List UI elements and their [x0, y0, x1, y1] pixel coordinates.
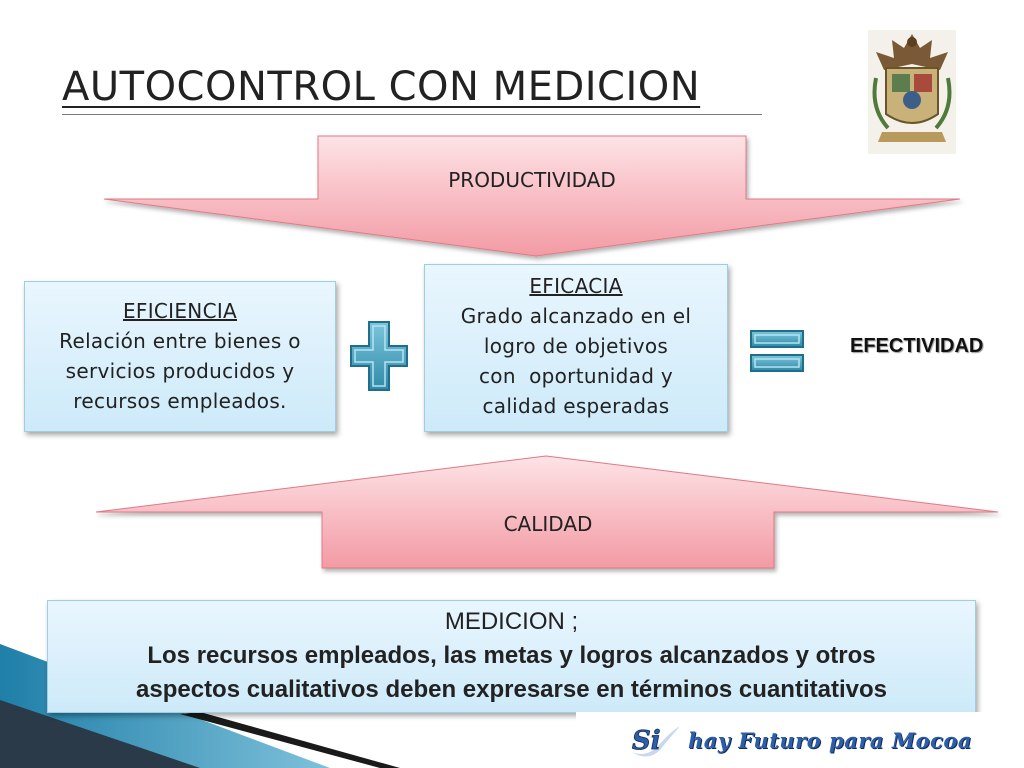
page-title: AUTOCONTROL CON MEDICION [62, 64, 701, 110]
eficiencia-line: servicios producidos y [65, 359, 295, 383]
efectividad-label: EFECTIVIDAD [850, 335, 984, 357]
medicion-line: aspectos cualitativos deben expresarse e… [136, 676, 887, 703]
eficacia-line: con oportunidad y [478, 364, 673, 388]
eficacia-box: EFICACIA Grado alcanzado en el logro de … [424, 264, 728, 432]
footer-mark-text: Si [632, 726, 661, 756]
si-logo-icon: Si [632, 726, 680, 757]
productividad-label: PRODUCTIVIDAD [448, 168, 616, 192]
medicion-line: Los recursos empleados, las metas y logr… [147, 642, 876, 669]
medicion-box: MEDICION ; Los recursos empleados, las m… [47, 600, 976, 713]
eficiencia-line: recursos empleados. [73, 389, 287, 413]
eficacia-line: calidad esperadas [482, 394, 670, 418]
equals-icon [750, 330, 804, 372]
plus-icon [350, 321, 408, 391]
medicion-heading: MEDICION ; [444, 608, 579, 635]
eficiencia-line: Relación entre bienes o [59, 329, 301, 353]
eficiencia-box: EFICIENCIA Relación entre bienes o servi… [24, 281, 336, 432]
eficacia-line: Grado alcanzado en el [460, 304, 692, 328]
productividad-arrow [103, 135, 961, 257]
footer-logo: Si hay Futuro para Mocoa [576, 712, 1024, 768]
eficiencia-heading: EFICIENCIA [122, 299, 238, 323]
municipal-seal-icon [868, 30, 956, 154]
calidad-label: CALIDAD [503, 512, 593, 536]
footer-slogan: hay Futuro para Mocoa [688, 727, 972, 753]
eficacia-heading: EFICACIA [529, 274, 623, 298]
eficacia-line: logro de objetivos [483, 334, 669, 358]
title-divider [62, 114, 762, 115]
